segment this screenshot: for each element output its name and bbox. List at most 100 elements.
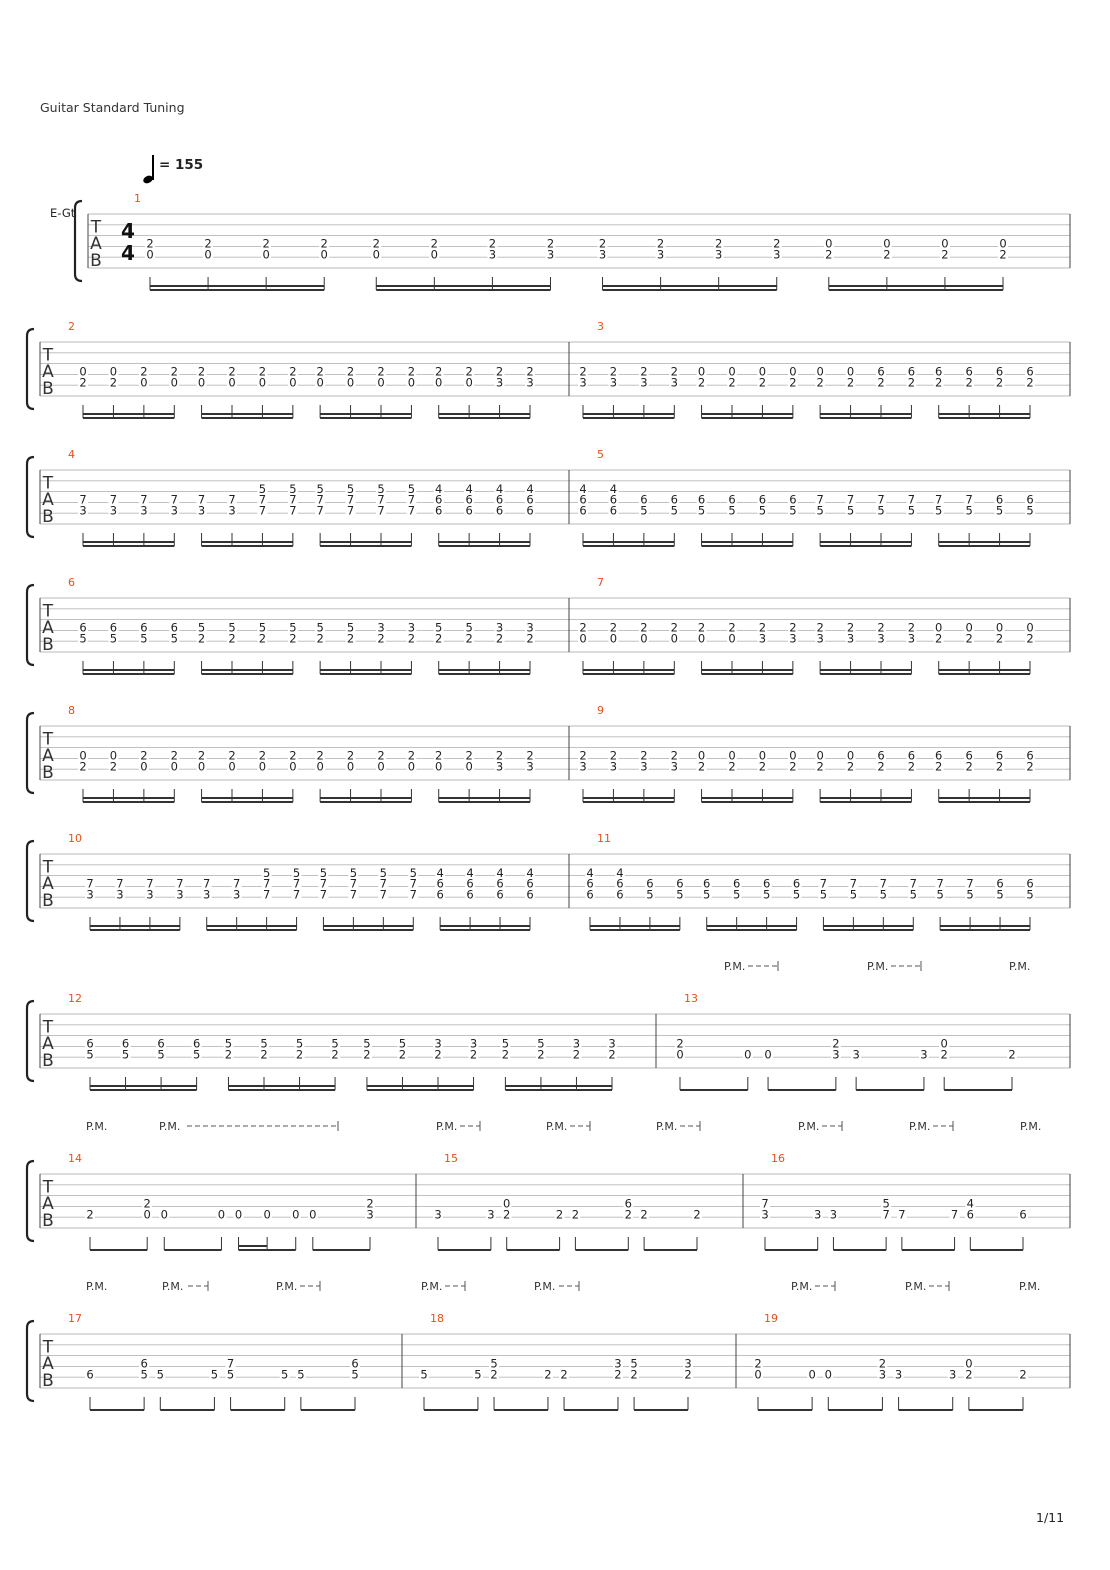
fret-number: 6 (171, 621, 178, 635)
fret-bg (995, 888, 1006, 900)
fret-bg (495, 877, 506, 889)
fret-number: 2 (941, 248, 948, 262)
fret-number: 5 (465, 621, 472, 635)
fret-bg (262, 1208, 273, 1220)
fret-number: 2 (465, 632, 472, 646)
measure-number: 5 (597, 448, 604, 461)
fret-bg (406, 504, 417, 516)
fret-number: 6 (351, 1357, 358, 1371)
fret-bg (876, 376, 886, 388)
fret-number: 5 (966, 888, 973, 902)
fret-bg (876, 632, 886, 644)
fret-bg (464, 482, 475, 494)
fret-bg (614, 877, 625, 889)
fret-bg (585, 866, 595, 878)
fret-bg (494, 504, 505, 516)
fret-bg (501, 1197, 512, 1209)
fret-bg (638, 632, 649, 644)
tab-clef-letter: A (90, 234, 102, 254)
fret-number: 3 (816, 632, 823, 646)
fret-bg (433, 1048, 443, 1060)
fret-bg (465, 877, 476, 889)
fret-number: 5 (676, 888, 683, 902)
fret-bg (494, 365, 505, 377)
fret-bg (906, 632, 917, 644)
fret-number: 3 (146, 888, 153, 902)
fret-number: 7 (898, 1208, 905, 1222)
fret-number: 6 (671, 493, 678, 507)
fret-bg (828, 1208, 839, 1220)
fret-bg (371, 248, 382, 260)
fret-number: 2 (347, 365, 354, 379)
measure-number: 14 (68, 1152, 82, 1165)
fret-bg (644, 877, 655, 889)
fret-bg (608, 493, 619, 505)
fret-number: 0 (292, 1208, 299, 1222)
fret-bg (139, 1357, 150, 1369)
fret-bg (406, 749, 417, 761)
fret-number: 0 (171, 760, 178, 774)
fret-number: 2 (640, 1208, 647, 1222)
fret-bg (818, 888, 829, 900)
page-number: 1/11 (1036, 1510, 1065, 1525)
fret-bg (433, 482, 444, 494)
fret-bg (815, 365, 826, 377)
fret-number: 5 (86, 1048, 93, 1062)
fret-bg (78, 632, 88, 644)
fret-number: 0 (579, 632, 586, 646)
fret-bg (933, 621, 944, 633)
fret-bg (464, 504, 475, 516)
fret-bg (464, 749, 475, 761)
fret-number: 7 (146, 877, 153, 891)
fret-number: 2 (754, 1357, 761, 1371)
fret-bg (139, 1368, 150, 1380)
fret-bg (578, 482, 588, 494)
fret-bg (994, 632, 1005, 644)
fret-number: 6 (698, 493, 705, 507)
fret-number: 2 (965, 632, 972, 646)
fret-number: 7 (233, 877, 240, 891)
tab-clef-letter: A (42, 874, 54, 894)
fret-bg (345, 760, 356, 772)
fret-number: 0 (883, 237, 890, 251)
palm-mute-label: P.M. (909, 1120, 930, 1133)
fret-number: 3 (86, 888, 93, 902)
fret-bg (823, 248, 834, 260)
fret-number: 0 (110, 749, 117, 763)
fret-number: 5 (331, 1037, 338, 1051)
fret-bg (287, 376, 298, 388)
fret-bg (85, 888, 95, 900)
fret-number: 5 (281, 1368, 288, 1382)
fret-number: 7 (198, 493, 205, 507)
fret-bg (279, 1368, 290, 1380)
fret-number: 5 (908, 504, 915, 518)
fret-number: 7 (350, 888, 357, 902)
fret-bg (223, 1037, 234, 1049)
palm-mute-label: P.M. (162, 1280, 183, 1293)
fret-bg (315, 493, 326, 505)
fret-number: 2 (728, 760, 735, 774)
fret-number: 2 (144, 1197, 151, 1211)
fret-bg (877, 1368, 888, 1380)
fret-bg (757, 376, 768, 388)
fret-number: 6 (526, 504, 533, 518)
fret-number: 5 (996, 888, 1003, 902)
fret-bg (435, 877, 446, 889)
fret-bg (713, 237, 724, 249)
fret-number: 6 (86, 1037, 93, 1051)
fret-bg (787, 621, 798, 633)
fret-bg (169, 504, 180, 516)
fret-number: 5 (1026, 888, 1033, 902)
fret-bg (639, 1208, 650, 1220)
fret-bg (939, 1048, 950, 1060)
fret-number: 6 (465, 504, 472, 518)
measure-number: 17 (68, 1312, 82, 1325)
fret-bg (315, 632, 326, 644)
fret-number: 7 (935, 493, 942, 507)
fret-number: 6 (908, 365, 915, 379)
fret-number: 6 (436, 877, 443, 891)
fret-number: 7 (79, 493, 86, 507)
fret-number: 5 (296, 1037, 303, 1051)
fret-bg (638, 760, 649, 772)
